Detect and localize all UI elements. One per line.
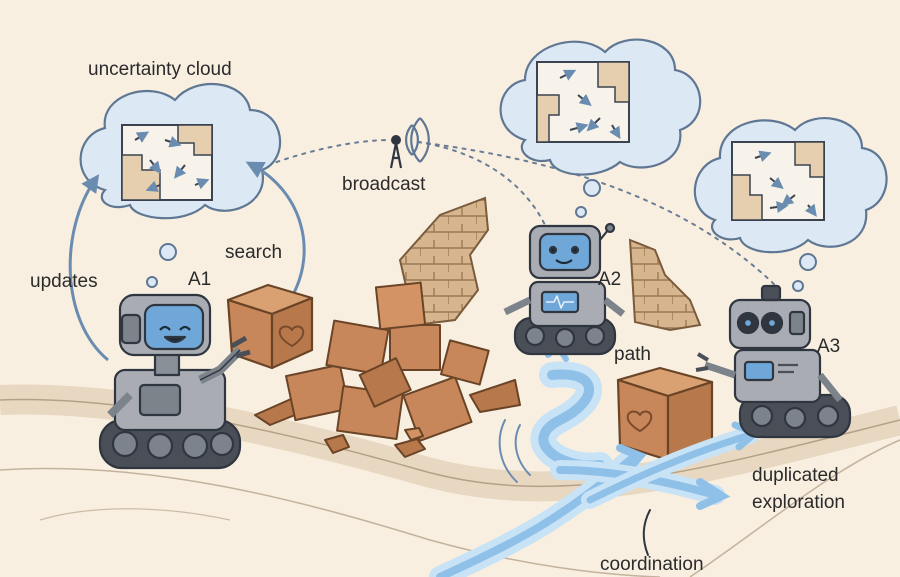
robot-a3 [695,284,852,439]
robot-a1 [98,293,251,470]
label-exploration: exploration [752,492,845,513]
label-path: path [614,344,651,365]
broadcast-links [267,139,781,291]
map-icon-a3 [731,141,825,221]
heart-block-a3 [616,366,714,462]
map-icon-a2 [536,61,630,143]
search-loop-arrow [245,161,306,301]
debris-pile [254,281,521,458]
label-agent-a2: A2 [598,269,622,290]
map-icon-a1 [121,124,213,201]
label-coordination: coordination [600,554,704,575]
robot-a2 [503,222,626,356]
antenna-icon [389,117,430,169]
label-search: search [225,242,283,263]
label-agent-a3: A3 [817,336,841,357]
updates-loop-arrow [68,174,109,362]
label-updates: updates [30,271,98,292]
heart-block-a1 [226,283,314,370]
broken-wall-right [628,238,702,332]
coordination-arrows [429,421,762,577]
label-uncertainty-cloud: uncertainty cloud [88,59,232,80]
label-broadcast: broadcast [342,174,426,195]
label-agent-a1: A1 [188,269,212,290]
label-duplicated: duplicated [752,465,839,486]
